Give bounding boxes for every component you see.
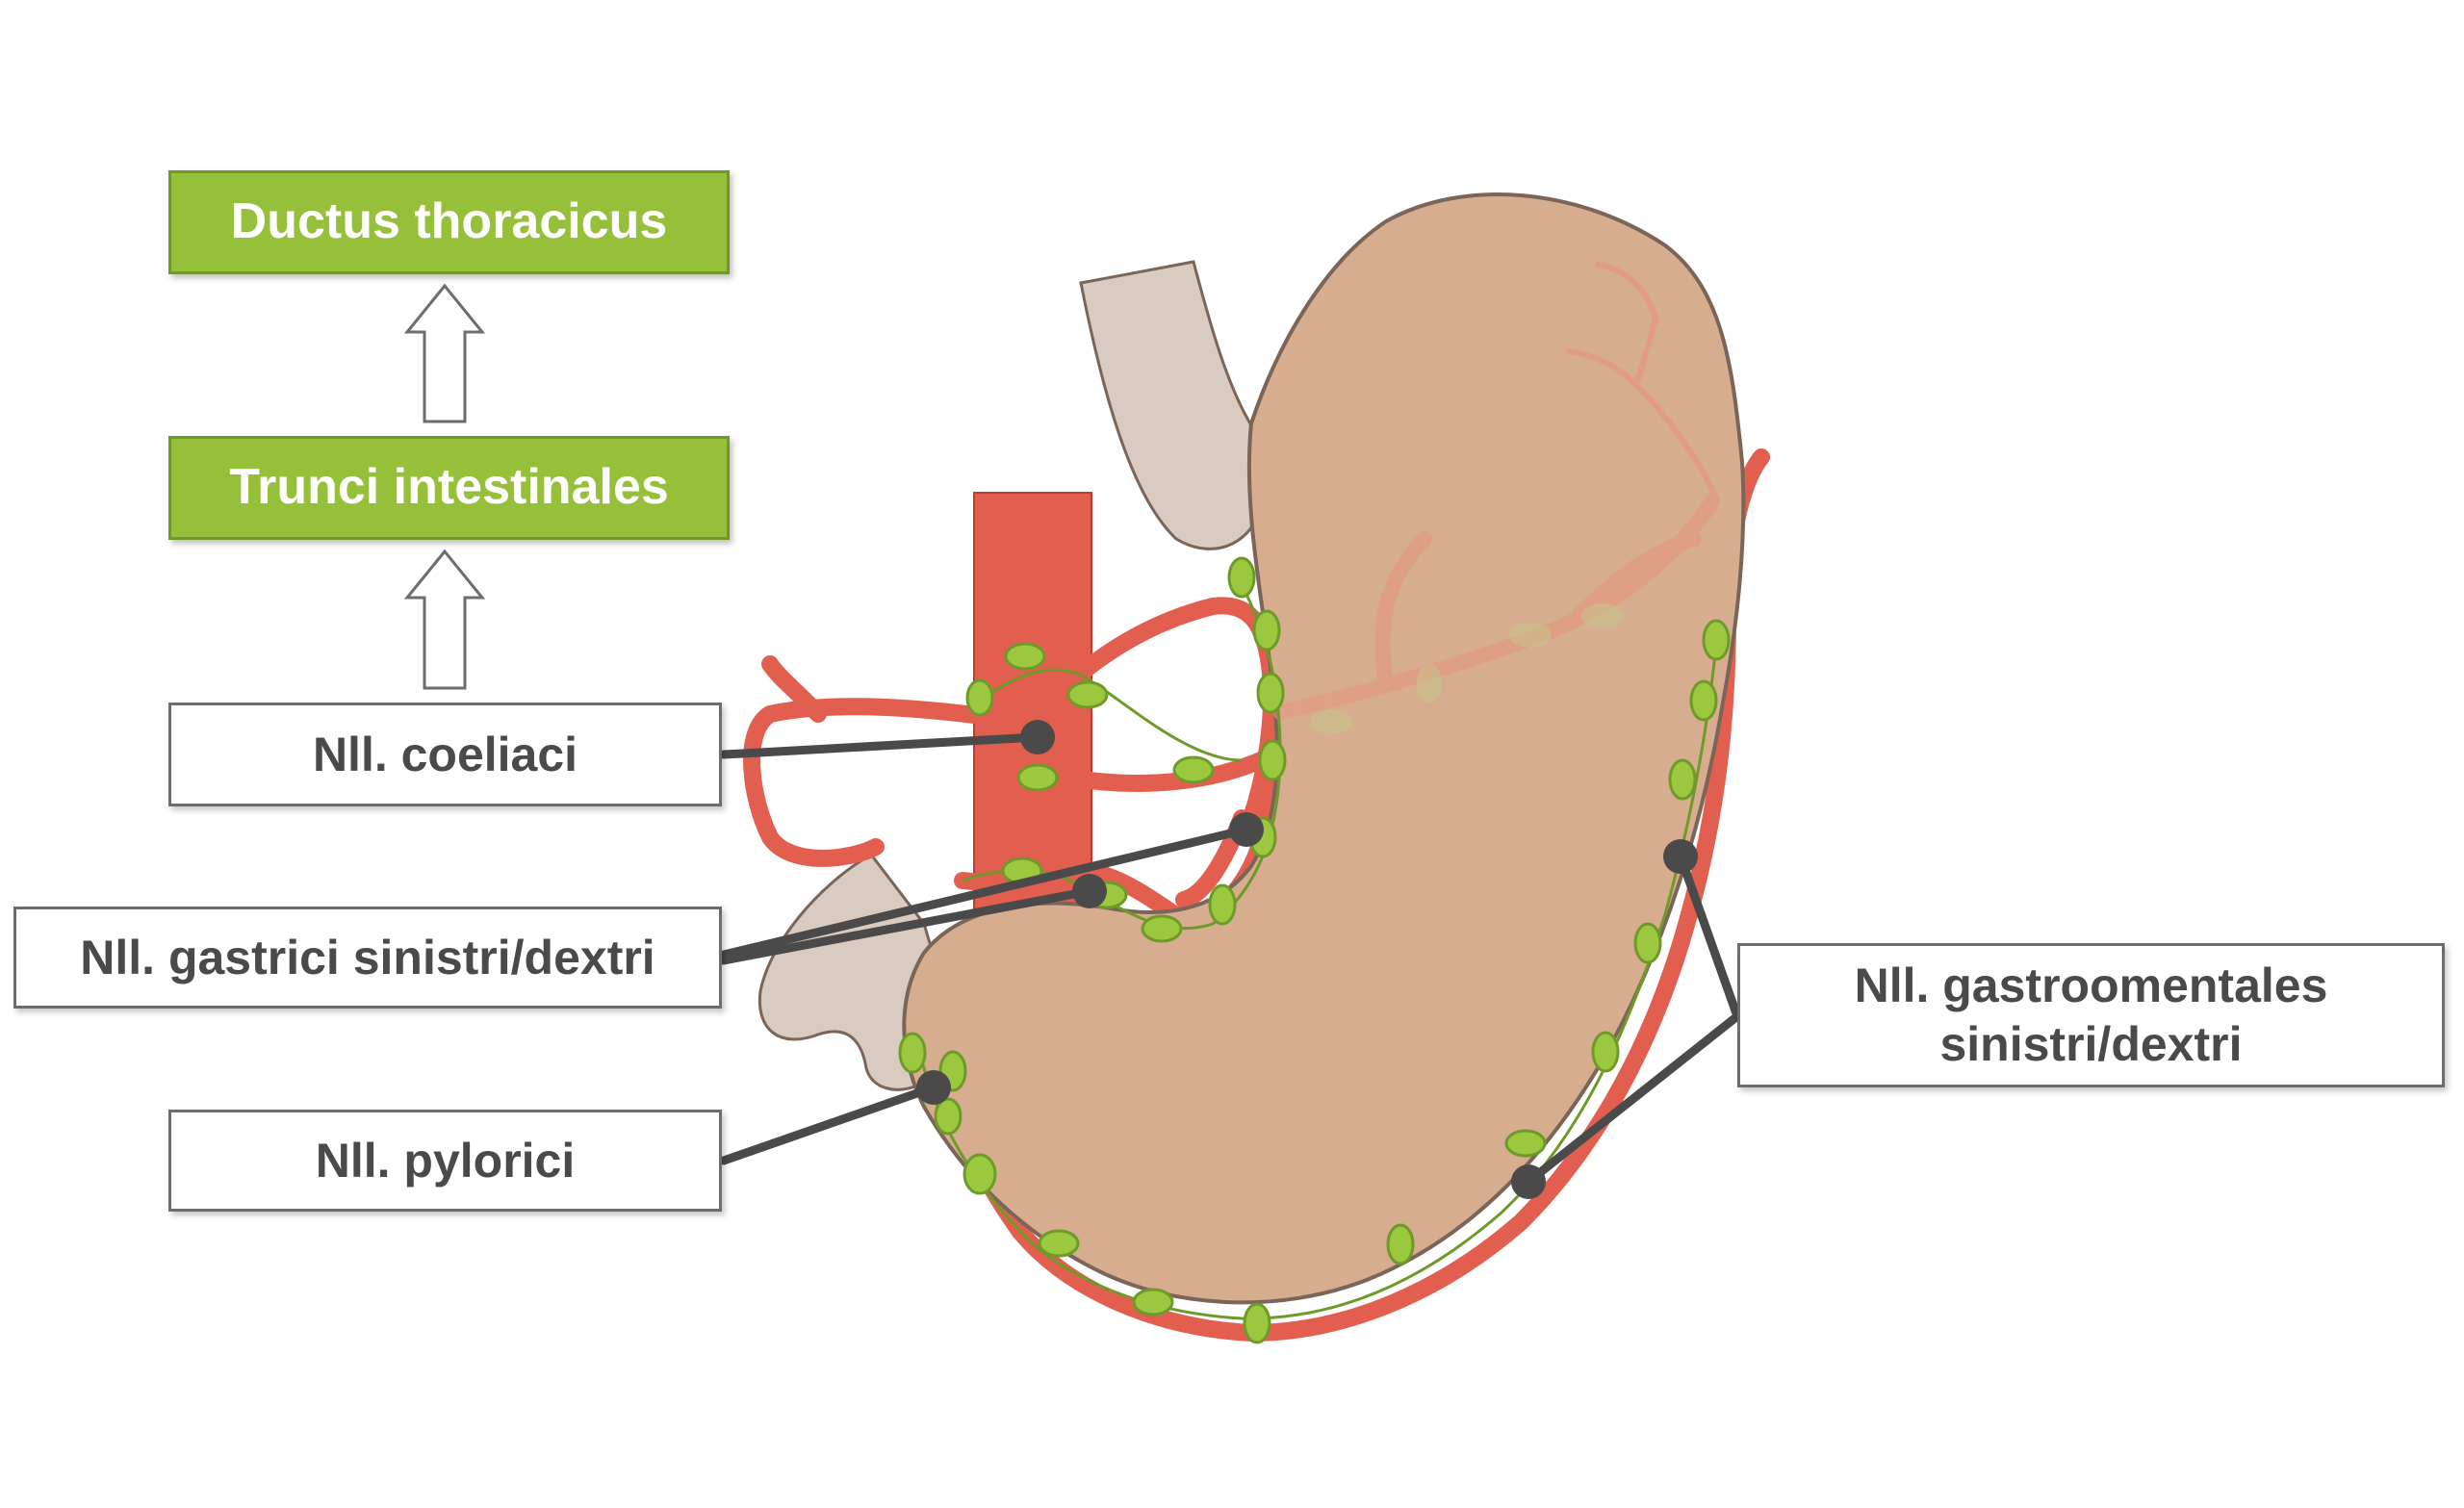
leader-line-gastrici-upper	[719, 825, 1251, 959]
short-gastric-2	[1566, 348, 1639, 388]
posterior-vessels-thin	[1566, 262, 1716, 494]
short-gastric-4	[1595, 262, 1658, 320]
lymph-node	[898, 1032, 927, 1074]
artery-left-branch	[761, 655, 827, 723]
lymph-node	[1252, 609, 1281, 652]
leader-line-coeliaci	[719, 732, 1042, 759]
lymph-node	[1016, 763, 1059, 792]
leader-dot-gastrici-upper	[1229, 812, 1264, 847]
label-ductus-thoracicus: Ductus thoracicus	[168, 170, 730, 274]
arrow-coeliaci-to-trunci	[403, 549, 486, 690]
lymph-node	[1504, 1129, 1547, 1158]
lymph-node	[1509, 623, 1552, 648]
leader-line-gastrici-lower	[719, 886, 1094, 965]
lymph-node	[1243, 1302, 1271, 1344]
lymph-node	[1004, 642, 1046, 671]
label-nll-coeliaci: Nll. coeliaci	[168, 703, 722, 806]
lymph-node	[1066, 680, 1109, 709]
posterior-artery-branch-1	[1374, 531, 1432, 691]
short-gastric-1	[1633, 382, 1716, 494]
leader-dot-pylorici	[916, 1070, 951, 1105]
label-nll-gastrici: Nll. gastrici sinistri/dextri	[13, 907, 722, 1009]
label-nll-gastroomentales: Nll. gastroomentales sinistri/dextri	[1737, 943, 2445, 1087]
lymph-node	[1038, 1229, 1080, 1258]
short-gastric-3	[1633, 315, 1658, 388]
label-nll-gastrici-text: Nll. gastrici sinistri/dextri	[80, 930, 655, 984]
leader-dot-gastroomentales-lower	[1511, 1164, 1546, 1199]
lymph-node	[1256, 672, 1285, 714]
lymph-nodes	[898, 556, 1731, 1344]
arrow-trunci-to-ductus	[403, 283, 486, 423]
label-nll-pylorici: Nll. pylorici	[168, 1110, 722, 1212]
lymph-node	[1417, 664, 1442, 703]
artery-left-loop	[743, 698, 1043, 867]
lymph-node	[1689, 679, 1718, 722]
leader-line-pylorici	[719, 1083, 938, 1165]
lymph-node	[1591, 1031, 1620, 1073]
lymph-node	[1141, 914, 1183, 943]
lymph-node	[1702, 619, 1731, 661]
lymph-node	[1386, 1223, 1415, 1265]
lymph-node	[962, 1153, 997, 1195]
lymph-node	[1258, 739, 1287, 781]
leader-dot-coeliaci	[1020, 720, 1055, 754]
artery-lower-route	[1026, 752, 1270, 792]
lymph-node	[1172, 755, 1215, 784]
label-trunci-intestinales-text: Trunci intestinales	[229, 459, 669, 516]
esophagus	[1079, 260, 1265, 550]
label-nll-pylorici-text: Nll. pylorici	[315, 1133, 576, 1188]
leader-dot-gastrici-lower	[1072, 874, 1107, 908]
lymph-node	[934, 1097, 962, 1136]
lymph-node	[1310, 709, 1352, 734]
lymph-node	[1633, 922, 1662, 964]
label-nll-coeliaci-text: Nll. coeliaci	[312, 727, 578, 781]
lymph-node	[1668, 758, 1697, 801]
label-ductus-thoracicus-text: Ductus thoracicus	[230, 193, 668, 250]
label-trunci-intestinales: Trunci intestinales	[168, 436, 730, 540]
flow-arrows	[403, 283, 486, 690]
label-nll-gastroomentales-line1: Nll. gastroomentales	[1854, 958, 2328, 1012]
lymph-node	[1581, 603, 1624, 628]
lymph-node	[1208, 883, 1237, 926]
lymph-node	[1227, 556, 1256, 599]
leader-dot-gastroomentales-upper	[1663, 839, 1698, 874]
label-nll-gastroomentales-line2: sinistri/dextri	[1939, 1017, 2243, 1071]
posterior-artery-branch-2	[1571, 531, 1702, 624]
lymph-vessel-greater	[917, 625, 1720, 1320]
posterior-lymph-nodes	[1310, 603, 1624, 734]
lymph-vessel-celiac	[990, 668, 1243, 762]
lymph-node	[1132, 1288, 1174, 1316]
leader-dots	[916, 720, 1698, 1199]
lymph-node	[965, 678, 994, 717]
